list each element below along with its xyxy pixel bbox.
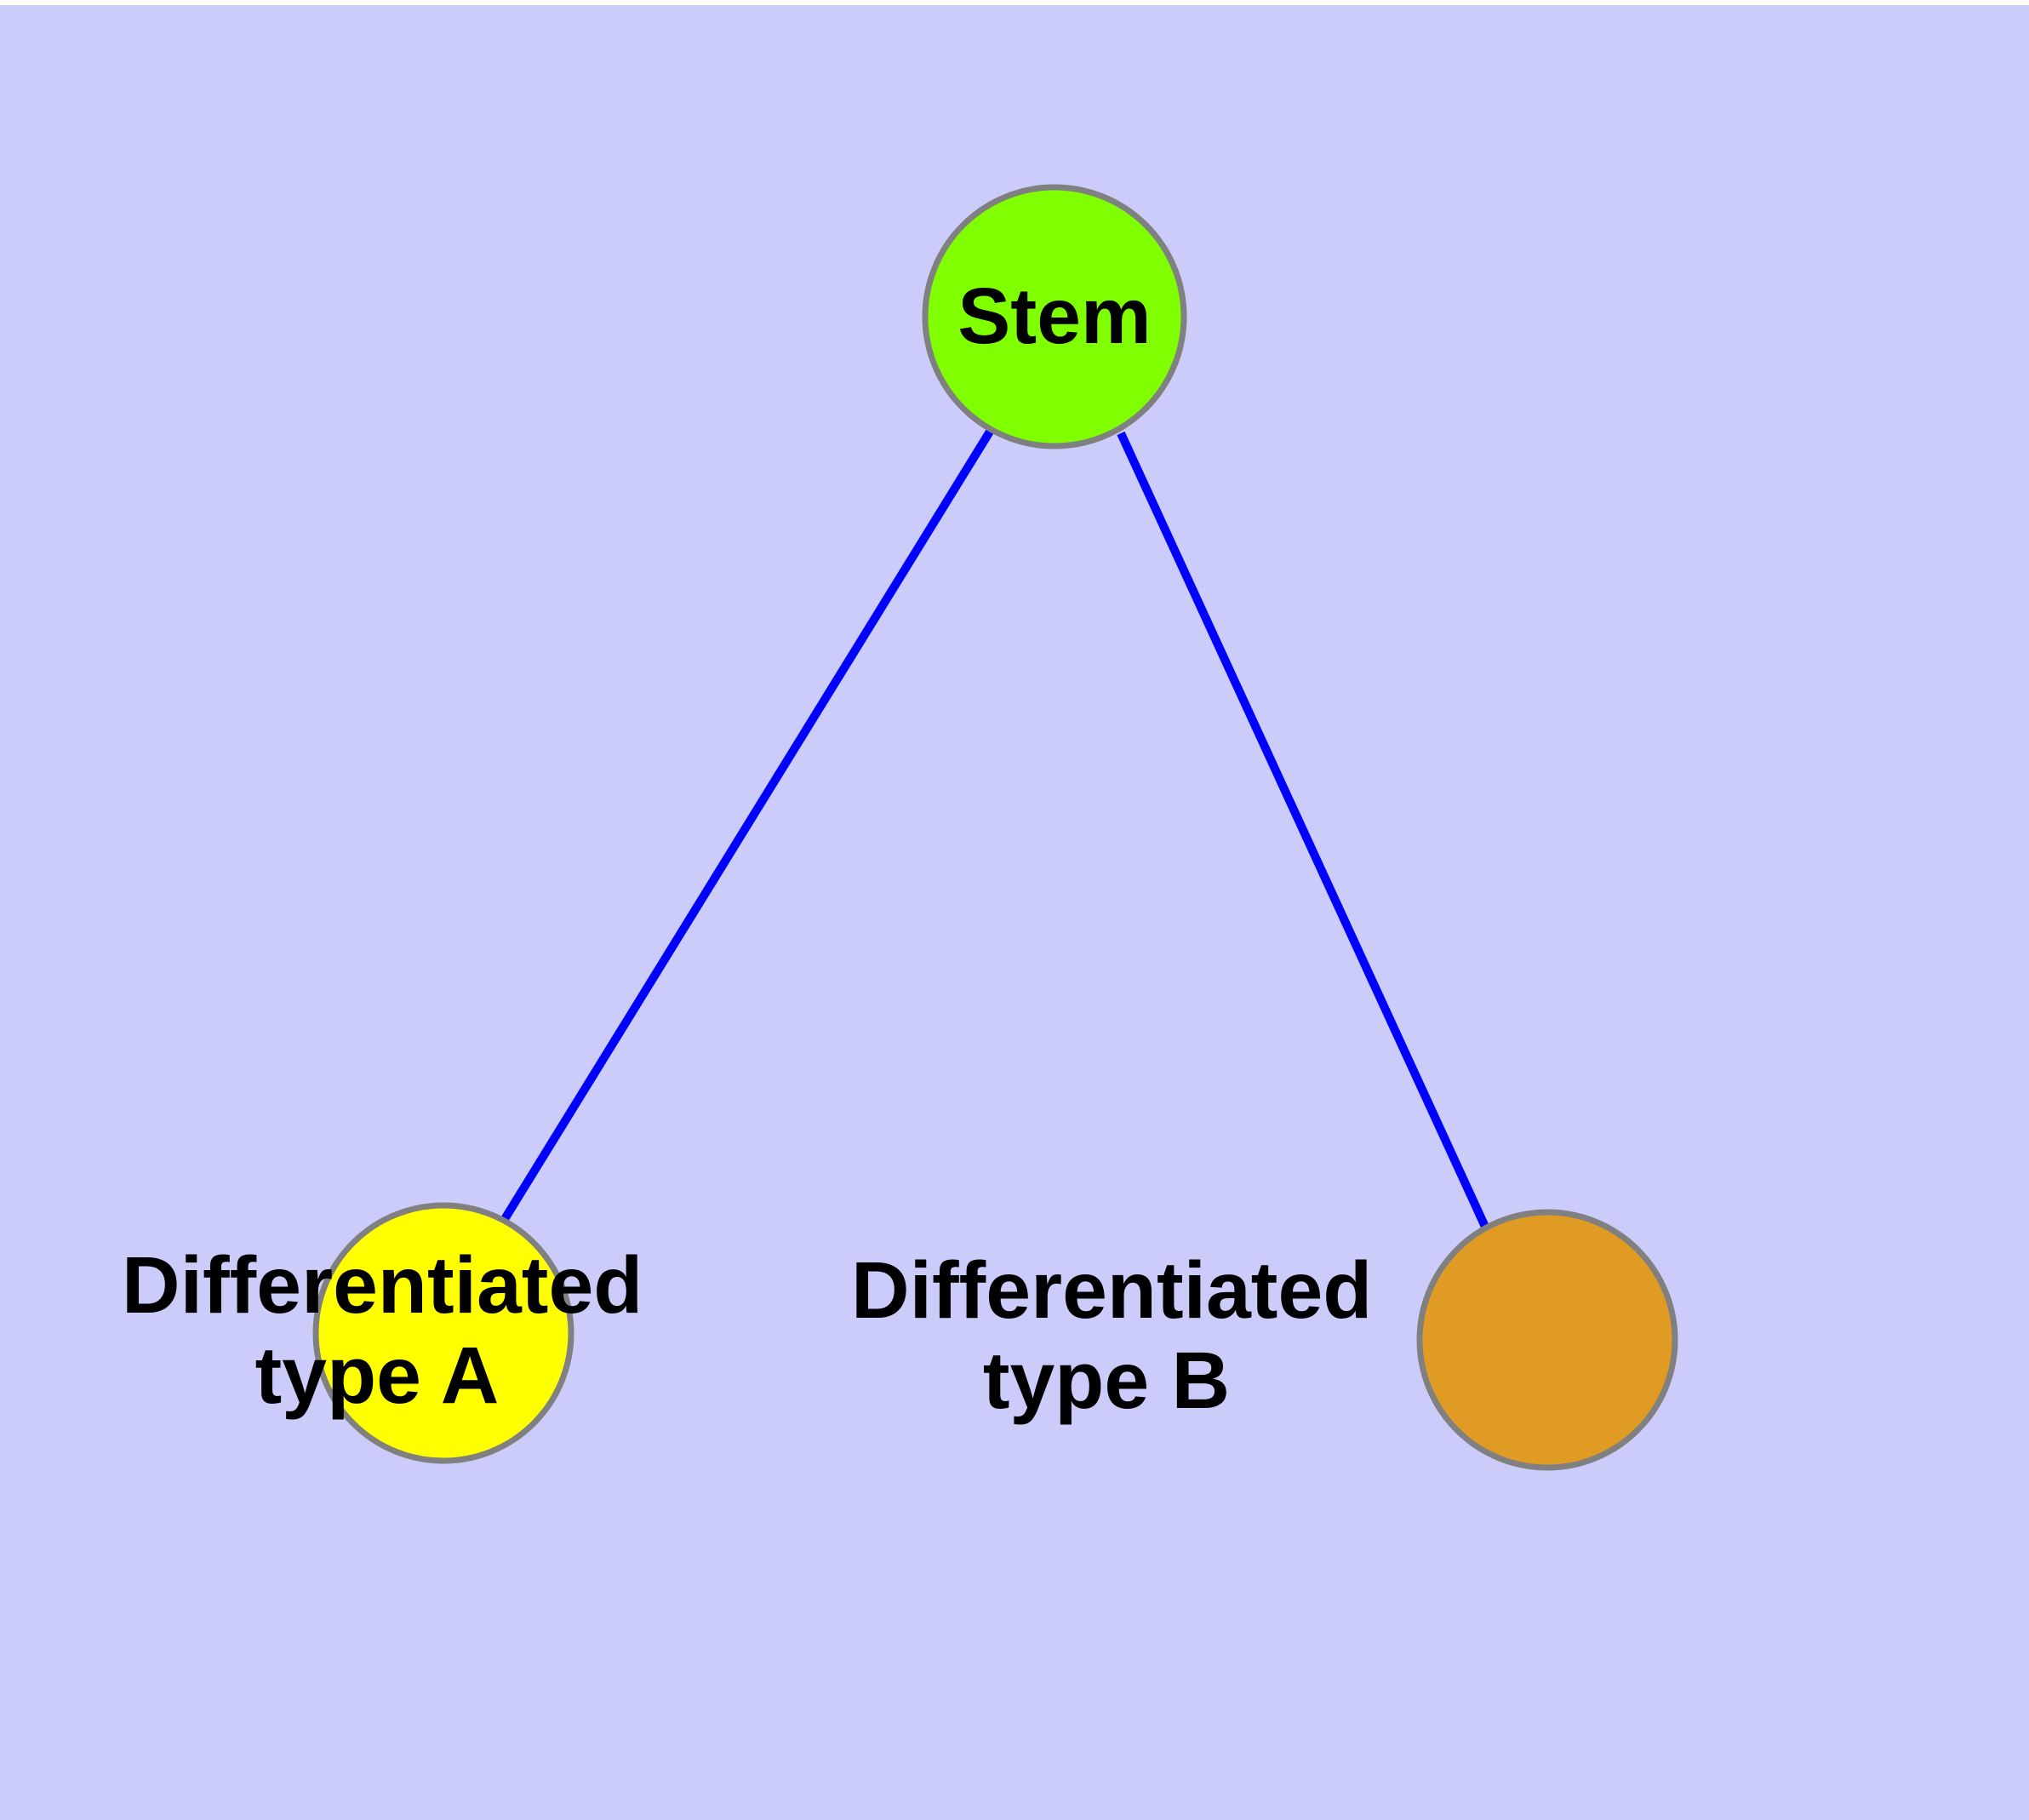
node-differentiated-type-a[interactable] (312, 1202, 574, 1464)
node-layer (312, 184, 1678, 1471)
edge-stem-to-differentiated-type-b (1117, 431, 1489, 1229)
edge-stem-to-differentiated-type-a (500, 429, 994, 1222)
node-stem[interactable] (922, 184, 1187, 449)
edge-layer (500, 429, 1489, 1229)
node-differentiated-type-b[interactable] (1416, 1209, 1678, 1471)
